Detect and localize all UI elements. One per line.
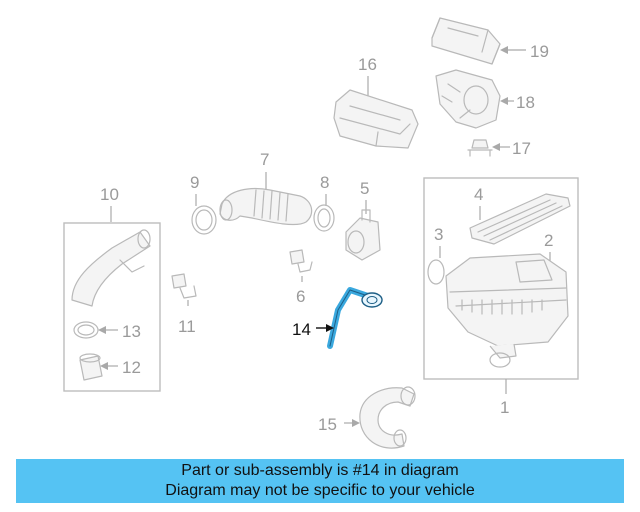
part-10-frame (63, 222, 161, 392)
part-1-housing (445, 253, 569, 368)
part-11-bolt (171, 273, 197, 299)
callout-19: 19 (530, 42, 549, 61)
callout-5: 5 (360, 179, 369, 198)
part-6-bolt (289, 249, 313, 273)
callout-15: 15 (318, 415, 337, 434)
callout-11: 11 (178, 317, 196, 336)
part-14-vent-tube (327, 287, 383, 349)
part-9-clamp (191, 205, 217, 235)
callout-6: 6 (296, 287, 305, 306)
callout-3: 3 (434, 225, 443, 244)
callout-9: 9 (190, 173, 199, 192)
part-7-hose (219, 187, 313, 226)
callout-14: 14 (292, 320, 311, 339)
part-4-filter (469, 193, 571, 245)
callout-17: 17 (512, 139, 531, 158)
part-15-hose (359, 386, 416, 449)
callout-16: 16 (358, 55, 377, 74)
callout-18: 18 (516, 93, 535, 112)
callout-4: 4 (474, 185, 483, 204)
part-5-sensor (345, 209, 381, 261)
part-16-duct (333, 89, 419, 149)
part-12-coupling (79, 353, 103, 381)
part-3-seal (427, 259, 445, 285)
callout-13: 13 (122, 322, 141, 341)
part-1-frame (423, 177, 579, 380)
callout-10: 10 (100, 185, 119, 204)
callout-12: 12 (122, 358, 141, 377)
part-19-lid (431, 17, 501, 65)
callout-2: 2 (544, 231, 553, 250)
part-13-ring (73, 321, 99, 339)
banner-line-2: Diagram may not be specific to your vehi… (165, 482, 475, 499)
callout-8: 8 (320, 173, 329, 192)
callout-7: 7 (260, 150, 269, 169)
part-8-clamp (313, 204, 335, 232)
callout-1: 1 (500, 398, 509, 417)
part-18-housing (435, 69, 501, 129)
info-banner: Part or sub-assembly is #14 in diagram D… (16, 459, 624, 503)
part-17-bolt (467, 139, 493, 157)
part-10-pipe (71, 229, 151, 307)
banner-line-1: Part or sub-assembly is #14 in diagram (181, 462, 459, 479)
